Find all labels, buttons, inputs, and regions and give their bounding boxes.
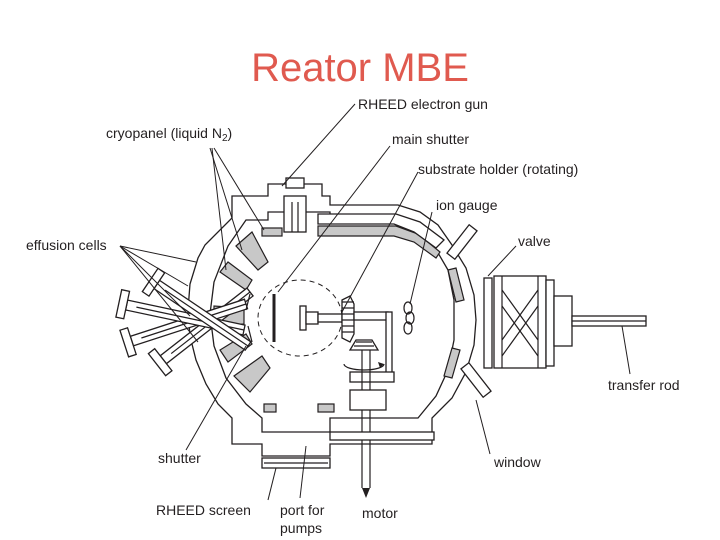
- label-shutter: shutter: [158, 450, 201, 466]
- holder-frame: [353, 311, 389, 321]
- gear: [341, 295, 355, 343]
- leader-valve: [487, 245, 517, 277]
- ion-gauge-coil: [403, 301, 415, 335]
- cryopanel-arc: [317, 225, 441, 259]
- cryopanel-segment: [235, 231, 269, 271]
- valve-cross: [501, 289, 539, 341]
- cell-shutter: [245, 293, 251, 311]
- leader-substrate-holder: [341, 171, 419, 313]
- cryopanel-right: [447, 267, 465, 303]
- leader-effusion-cells: [119, 245, 191, 317]
- leader-ion-gauge: [409, 211, 433, 305]
- leader-main-shutter: [277, 145, 391, 293]
- transfer-rod-housing: [553, 295, 573, 347]
- rheed-gun-flange: [285, 177, 305, 189]
- bottom-bar: [329, 431, 435, 441]
- label-main-shutter: main shutter: [392, 131, 469, 147]
- label-port-line1: port for: [280, 502, 325, 518]
- leader-port: [299, 445, 307, 499]
- label-port-line2: pumps: [280, 520, 322, 536]
- label-valve: valve: [518, 233, 551, 249]
- leader-cryopanel: [209, 147, 243, 251]
- window-port: [446, 223, 478, 261]
- valve-flange: [483, 277, 493, 369]
- leader-effusion-cells: [119, 245, 189, 287]
- leader-rheed-screen: [267, 467, 277, 501]
- label-effusion-cells: effusion cells: [26, 237, 107, 253]
- label-window: window: [493, 454, 542, 470]
- cryopanel-top: [261, 227, 283, 237]
- window-port: [460, 361, 492, 399]
- valve-flange-right: [545, 279, 555, 367]
- rheed-gun-tube: [317, 213, 445, 249]
- motor-arrow: [362, 488, 370, 498]
- valve-cross: [501, 305, 539, 357]
- label-rheed-screen: RHEED screen: [156, 502, 251, 518]
- substrate: [299, 305, 307, 331]
- rheed-gun-body: [283, 195, 307, 233]
- label-transfer-rod: transfer rod: [608, 377, 680, 393]
- leader-window: [475, 399, 491, 455]
- substrate-holder-shaft: [317, 313, 343, 323]
- label-motor: motor: [362, 505, 398, 521]
- cryopanel-segment: [233, 355, 271, 393]
- cryopanel-bottom: [263, 403, 277, 413]
- holder-frame-bottom: [349, 371, 395, 383]
- holder-base: [349, 389, 387, 411]
- cell-shutter: [247, 325, 253, 343]
- gear-teeth: [342, 301, 354, 333]
- holder-frame-right: [385, 311, 393, 375]
- bevel-gear-teeth: [354, 341, 374, 347]
- leader-effusion-cells: [119, 245, 199, 343]
- cryopanel-bottom: [317, 403, 335, 413]
- substrate-holder-head: [305, 311, 319, 325]
- label-ion-gauge: ion gauge: [436, 197, 498, 213]
- leader-rheed-gun: [281, 103, 356, 187]
- leader-shutter: [185, 345, 247, 451]
- rotation-arrow-head: [378, 362, 384, 368]
- leader-effusion-cells: [119, 245, 197, 263]
- cryopanel-right: [443, 347, 461, 379]
- rotation-arrow: [343, 363, 385, 371]
- slide-title: Reator MBE: [251, 46, 469, 90]
- label-substrate-holder: substrate holder (rotating): [418, 161, 578, 177]
- leader-cryopanel: [211, 147, 227, 271]
- label-rheed-gun: RHEED electron gun: [358, 96, 488, 112]
- leader-transfer-rod: [621, 325, 631, 375]
- label-cryopanel: cryopanel (liquid N2): [106, 125, 232, 144]
- leader-cryopanel: [213, 147, 265, 231]
